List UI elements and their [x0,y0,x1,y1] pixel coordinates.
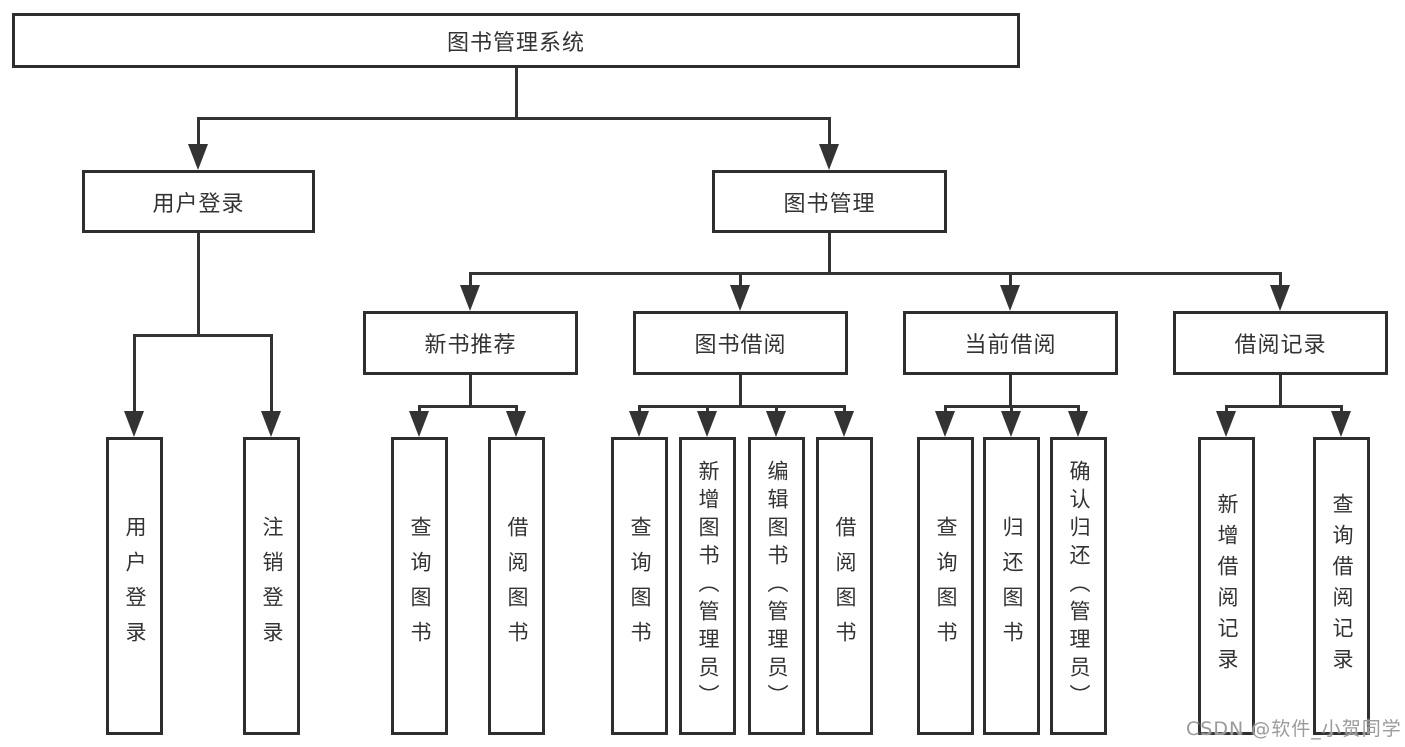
arrowhead-down-icon [766,411,786,437]
arrowhead-down-icon [1068,411,1088,437]
v-line [739,375,742,408]
leaf-add-borrow-record-label: 新增借阅记录 [1215,493,1239,679]
node-book-borrowing: 图书借阅 [633,311,848,375]
leaf-query-borrow-record: 查询借阅记录 [1313,437,1370,735]
node-new-book-recommend-label: 新书推荐 [424,333,517,358]
h-line [418,405,518,408]
v-line [133,334,136,414]
leaf-user-login: 用户登录 [106,437,163,735]
arrowhead-down-icon [409,411,429,437]
csdn-watermark: CSDN @软件_小贺同学 [1186,718,1402,740]
node-user-login-label: 用户登录 [152,191,245,217]
leaf-logout-label: 注销登录 [260,516,284,656]
h-line [197,117,831,120]
h-line [1225,405,1343,408]
leaf-confirm-return-admin: 确认归还（管理员） [1050,437,1107,735]
leaf-add-books-admin: 新增图书（管理员） [679,437,736,735]
leaf-add-books-admin-label: 新增图书（管理员） [696,460,720,712]
node-book-borrowing-label: 图书借阅 [694,333,787,358]
leaf-user-login-label: 用户登录 [123,516,147,656]
v-line [1340,405,1343,416]
leaf-borrow-books-recommend: 借阅图书 [488,437,545,735]
node-user-login: 用户登录 [82,170,315,233]
h-line [469,272,1282,275]
v-line [1225,405,1228,416]
arrowhead-down-icon [935,411,955,437]
leaf-query-books-borrowing: 查询图书 [611,437,668,735]
arrowhead-down-icon [188,144,208,170]
v-line [944,405,947,416]
leaf-query-borrow-record-label: 查询借阅记录 [1330,493,1354,679]
leaf-borrow-books-recommend-label: 借阅图书 [505,516,529,656]
leaf-return-books: 归还图书 [983,437,1040,735]
node-book-management-label: 图书管理 [783,191,876,217]
arrowhead-down-icon [730,285,750,311]
arrowhead-down-icon [629,411,649,437]
leaf-add-borrow-record: 新增借阅记录 [1198,437,1255,735]
v-line [1009,375,1012,408]
arrowhead-down-icon [697,411,717,437]
v-line [1077,405,1080,416]
arrowhead-down-icon [1270,285,1290,311]
h-line [133,334,273,337]
v-line [739,272,742,288]
arrowhead-down-icon [1000,285,1020,311]
leaf-confirm-return-admin-label: 确认归还（管理员） [1067,460,1091,712]
leaf-borrow-books-label: 借阅图书 [833,516,857,656]
v-line [469,272,472,288]
arrowhead-down-icon [124,411,144,437]
v-line [469,375,472,408]
leaf-logout: 注销登录 [243,437,300,735]
arrowhead-down-icon [1216,411,1236,437]
v-line [775,405,778,416]
node-root: 图书管理系统 [12,13,1020,68]
leaf-query-books-recommend-label: 查询图书 [408,516,432,656]
v-line [828,233,831,275]
arrowhead-down-icon [506,411,526,437]
arrowhead-down-icon [834,411,854,437]
v-line [418,405,421,416]
node-root-label: 图书管理系统 [446,30,585,56]
v-line [1009,272,1012,288]
v-line [828,117,831,148]
h-line [638,405,846,408]
leaf-query-books-recommend: 查询图书 [391,437,448,735]
leaf-edit-books-admin-label: 编辑图书（管理员） [765,460,789,712]
node-new-book-recommend: 新书推荐 [363,311,578,375]
node-borrowing-records: 借阅记录 [1173,311,1388,375]
v-line [197,117,200,148]
node-current-borrowing-label: 当前借阅 [964,333,1057,358]
leaf-borrow-books: 借阅图书 [816,437,873,735]
arrowhead-down-icon [1331,411,1351,437]
arrowhead-down-icon [819,144,839,170]
v-line [706,405,709,416]
leaf-return-books-label: 归还图书 [1000,516,1024,656]
node-borrowing-records-label: 借阅记录 [1234,333,1327,358]
v-line [1010,405,1013,416]
leaf-edit-books-admin: 编辑图书（管理员） [748,437,805,735]
arrowhead-down-icon [460,285,480,311]
leaf-query-books-borrowing-label: 查询图书 [628,516,652,656]
node-book-management: 图书管理 [712,170,947,233]
leaf-query-books-current: 查询图书 [917,437,974,735]
v-line [270,334,273,414]
v-line [843,405,846,416]
v-line [1279,272,1282,288]
v-line [515,405,518,416]
arrowhead-down-icon [1001,411,1021,437]
v-line [638,405,641,416]
v-line [515,68,518,120]
v-line [1279,375,1282,408]
leaf-query-books-current-label: 查询图书 [934,516,958,656]
arrowhead-down-icon [261,411,281,437]
node-current-borrowing: 当前借阅 [903,311,1118,375]
v-line [197,233,200,337]
